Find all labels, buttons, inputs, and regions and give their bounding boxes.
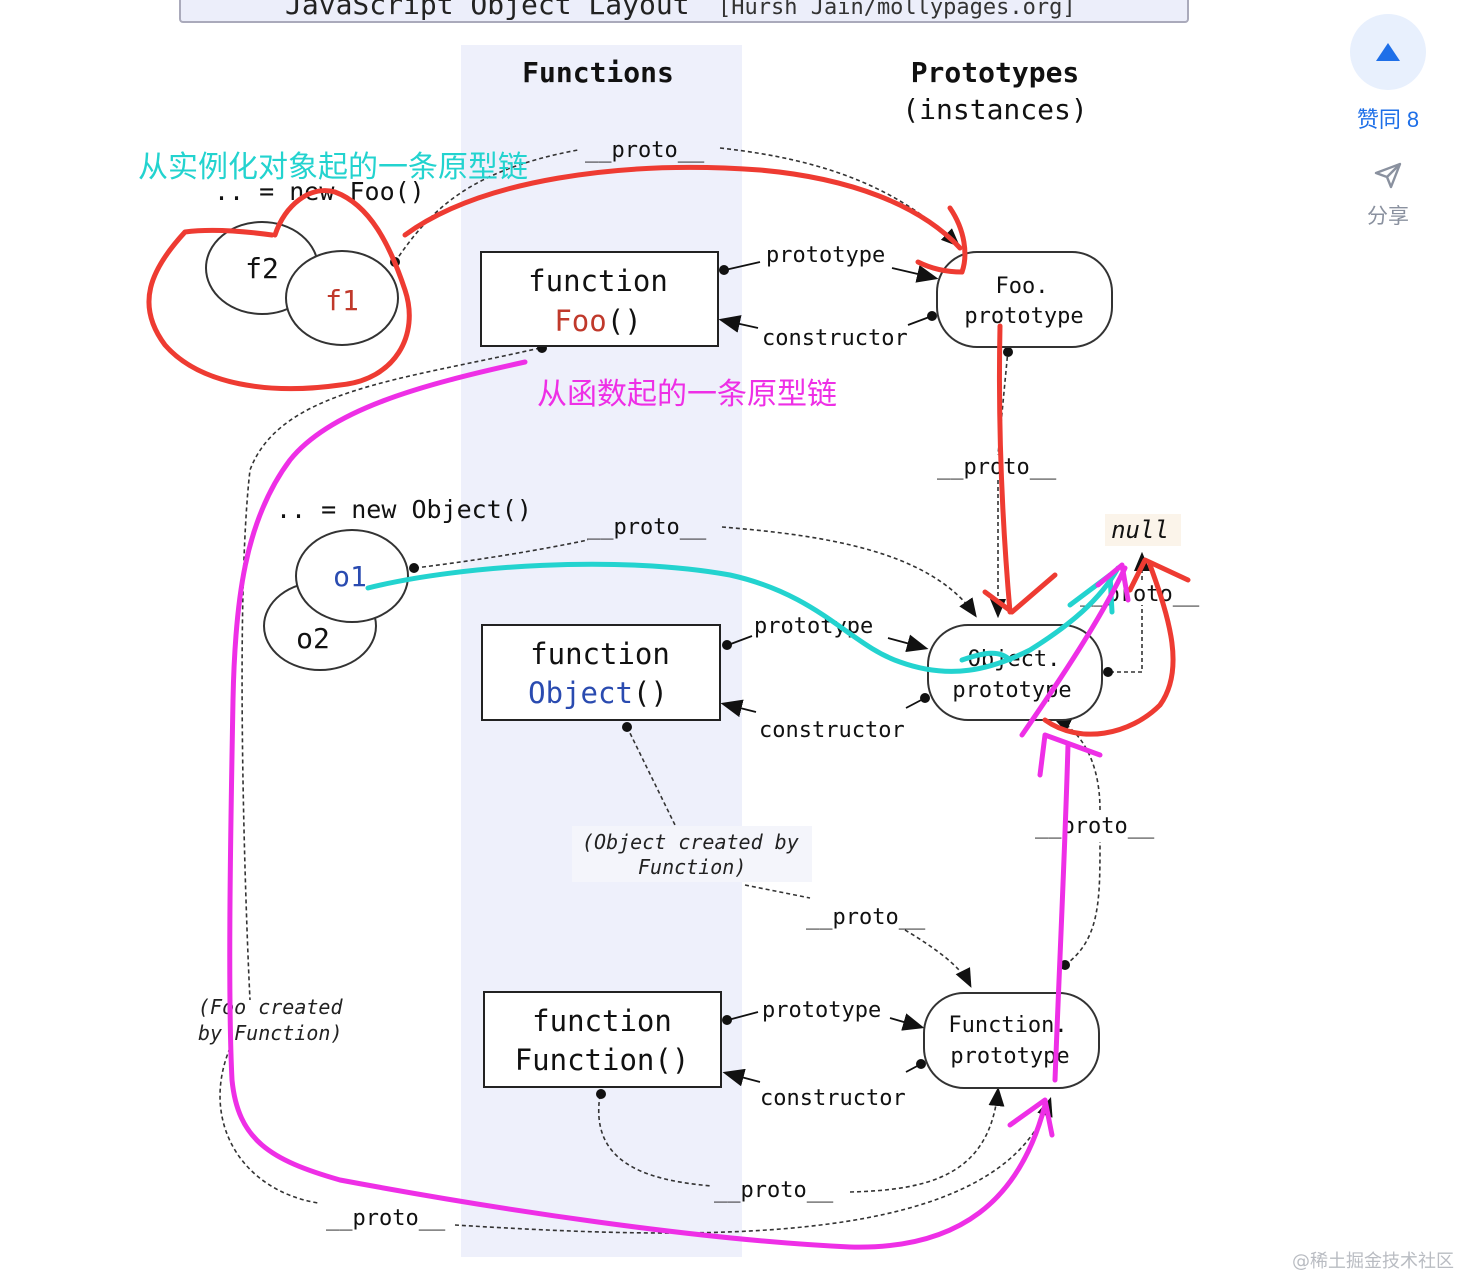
svg-text:Function(): Function() <box>515 1043 690 1077</box>
diagram-title: JavaScript Object Layout <box>285 0 690 21</box>
label-constructor-object: constructor <box>759 718 905 743</box>
label-proto-object-fn: __proto__ <box>806 905 926 930</box>
new-object-label: .. = new Object() <box>276 495 532 524</box>
upvote-label[interactable]: 赞同 8 <box>1356 107 1420 132</box>
object-created-note-1: (Object created by <box>582 830 799 854</box>
svg-text:o2: o2 <box>296 622 330 655</box>
svg-text:function: function <box>530 637 670 671</box>
svg-text:Function.: Function. <box>948 1013 1067 1038</box>
diagram-credit: [Hursh Jain/mollypages.org] <box>718 0 1076 20</box>
object-created-note-2: Function) <box>638 855 746 879</box>
red-chain-arrow-2 <box>996 323 1013 615</box>
red-chain-arrow-1 <box>402 165 963 251</box>
share-button[interactable]: 分享 <box>1348 160 1428 230</box>
paper-plane-icon <box>1374 162 1402 189</box>
prototypes-subheading: (instances) <box>902 93 1087 126</box>
instance-o1: o1 <box>295 529 409 623</box>
share-label: 分享 <box>1367 205 1409 228</box>
foo-prototype-node: Foo. prototype <box>936 251 1113 348</box>
svg-text:function: function <box>528 264 668 298</box>
instance-f1: f1 <box>285 250 399 346</box>
hand-annotations <box>146 165 1191 1250</box>
object-parens: () <box>633 676 668 710</box>
site-watermark: @稀土掘金技术社区 <box>1292 1251 1454 1272</box>
label-constructor-function: constructor <box>760 1086 906 1111</box>
function-prototype-node: Function. prototype <box>923 992 1100 1089</box>
svg-text:prototype: prototype <box>964 304 1083 329</box>
svg-text:Foo(): Foo() <box>554 304 641 338</box>
cyan-chain-arrow <box>365 561 1121 674</box>
label-prototype-function: prototype <box>762 998 881 1023</box>
function-function-box: function Function() <box>483 991 722 1088</box>
null-node: null <box>1105 514 1181 546</box>
label-proto-o1: __proto__ <box>587 515 707 540</box>
title-bar: JavaScript Object Layout [Hursh Jain/mol… <box>179 0 1189 23</box>
foo-parens: () <box>607 304 642 338</box>
function-object-box: function Object() <box>481 624 721 721</box>
svg-text:f2: f2 <box>245 252 279 285</box>
magenta-chain-arrow <box>227 359 1048 1250</box>
function-chain-annotation: 从函数起的一条原型链 <box>537 377 837 412</box>
functions-heading: Functions <box>522 56 674 89</box>
upvote-button[interactable] <box>1350 14 1426 90</box>
foo-name: Foo <box>554 304 606 338</box>
instance-chain-annotation: 从实例化对象起的一条原型链 <box>138 150 528 185</box>
triangle-up-icon <box>1376 43 1400 61</box>
foo-created-note-1: (Foo created <box>198 995 343 1019</box>
svg-text:Object(): Object() <box>528 676 668 710</box>
red-circle-instances <box>146 188 412 392</box>
svg-text:Foo.: Foo. <box>996 274 1049 299</box>
prototypes-heading: Prototypes <box>911 56 1080 89</box>
object-prototype-node: Object. prototype <box>927 624 1103 721</box>
label-proto-funcproto: __proto__ <box>1035 814 1155 839</box>
svg-text:function: function <box>532 1004 672 1038</box>
svg-text:null: null <box>1111 516 1169 544</box>
created-by-notes: (Object created by Function) (Foo create… <box>198 826 812 1045</box>
svg-text:prototype: prototype <box>950 1044 1069 1069</box>
proto-links <box>219 147 1150 1234</box>
label-prototype-foo: prototype <box>766 243 885 268</box>
svg-text:f1: f1 <box>325 284 359 317</box>
object-name: Object <box>528 676 633 710</box>
function-foo-box: function Foo() <box>480 251 719 347</box>
foo-created-note-2: by Function) <box>198 1021 343 1045</box>
label-proto-fooproto: __proto__ <box>937 455 1057 480</box>
label-constructor-foo: constructor <box>762 326 908 351</box>
svg-text:o1: o1 <box>333 560 367 593</box>
label-proto-foo-fn: __proto__ <box>326 1206 446 1231</box>
label-proto-f1: __proto__ <box>585 138 705 163</box>
prototype-constructor-links <box>718 261 939 1087</box>
article-action-bar: 赞同 8 分享 <box>1348 14 1428 230</box>
red-chain-arrow-3 <box>1042 562 1176 737</box>
label-proto-function-fn: __proto__ <box>714 1178 834 1203</box>
link-labels: __proto__ prototype constructor __proto_… <box>326 138 1200 1231</box>
